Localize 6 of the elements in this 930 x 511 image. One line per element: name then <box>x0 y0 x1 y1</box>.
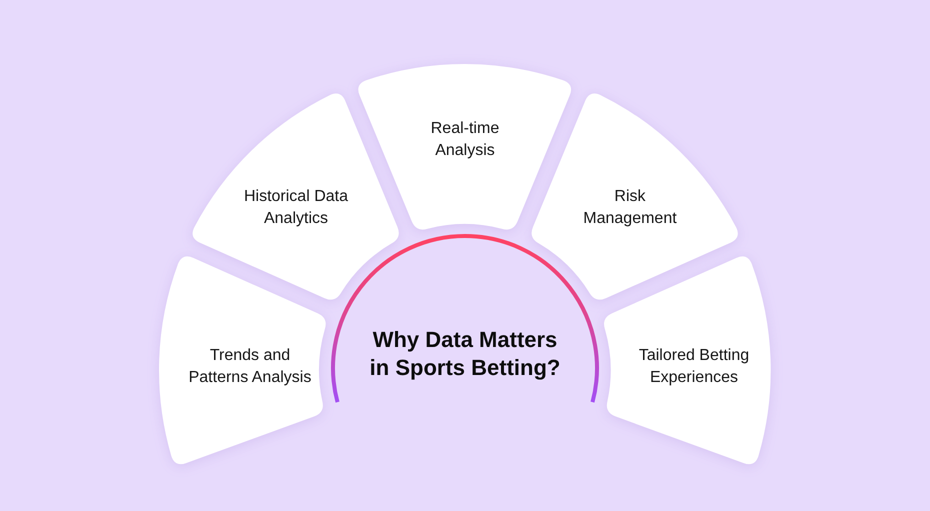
segment-label: Historical Data Analytics <box>242 186 349 229</box>
hub-title: Why Data Matters in Sports Betting? <box>368 326 562 382</box>
segment-label: Tailored Betting Experiences <box>638 346 750 388</box>
segment-label: Risk Management <box>582 186 678 229</box>
segment-label: Trends and Patterns Analysis <box>188 346 312 388</box>
segment-label: Real-time Analysis <box>430 119 500 161</box>
